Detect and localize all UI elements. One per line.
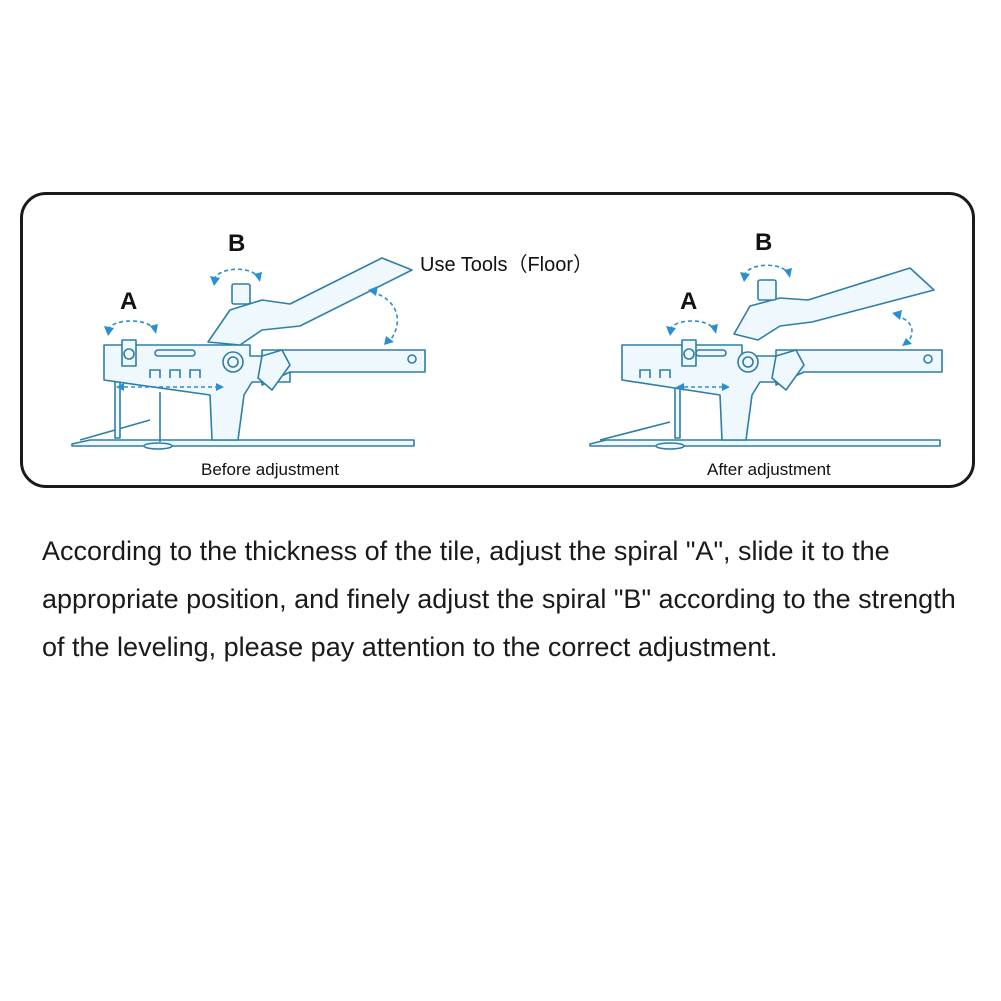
right-label-b: B (755, 229, 772, 256)
left-label-a: A (120, 288, 137, 315)
instruction-text: According to the thickness of the tile, … (42, 536, 956, 662)
right-label-a: A (680, 288, 697, 315)
left-caption: Before adjustment (201, 460, 339, 479)
right-caption: After adjustment (707, 460, 831, 479)
left-label-b: B (228, 230, 245, 257)
diagram-panel (20, 192, 975, 488)
diagram-title: Use Tools（Floor） (420, 253, 593, 276)
tool-illustration-after (589, 264, 943, 450)
tool-illustration-before (71, 257, 426, 450)
